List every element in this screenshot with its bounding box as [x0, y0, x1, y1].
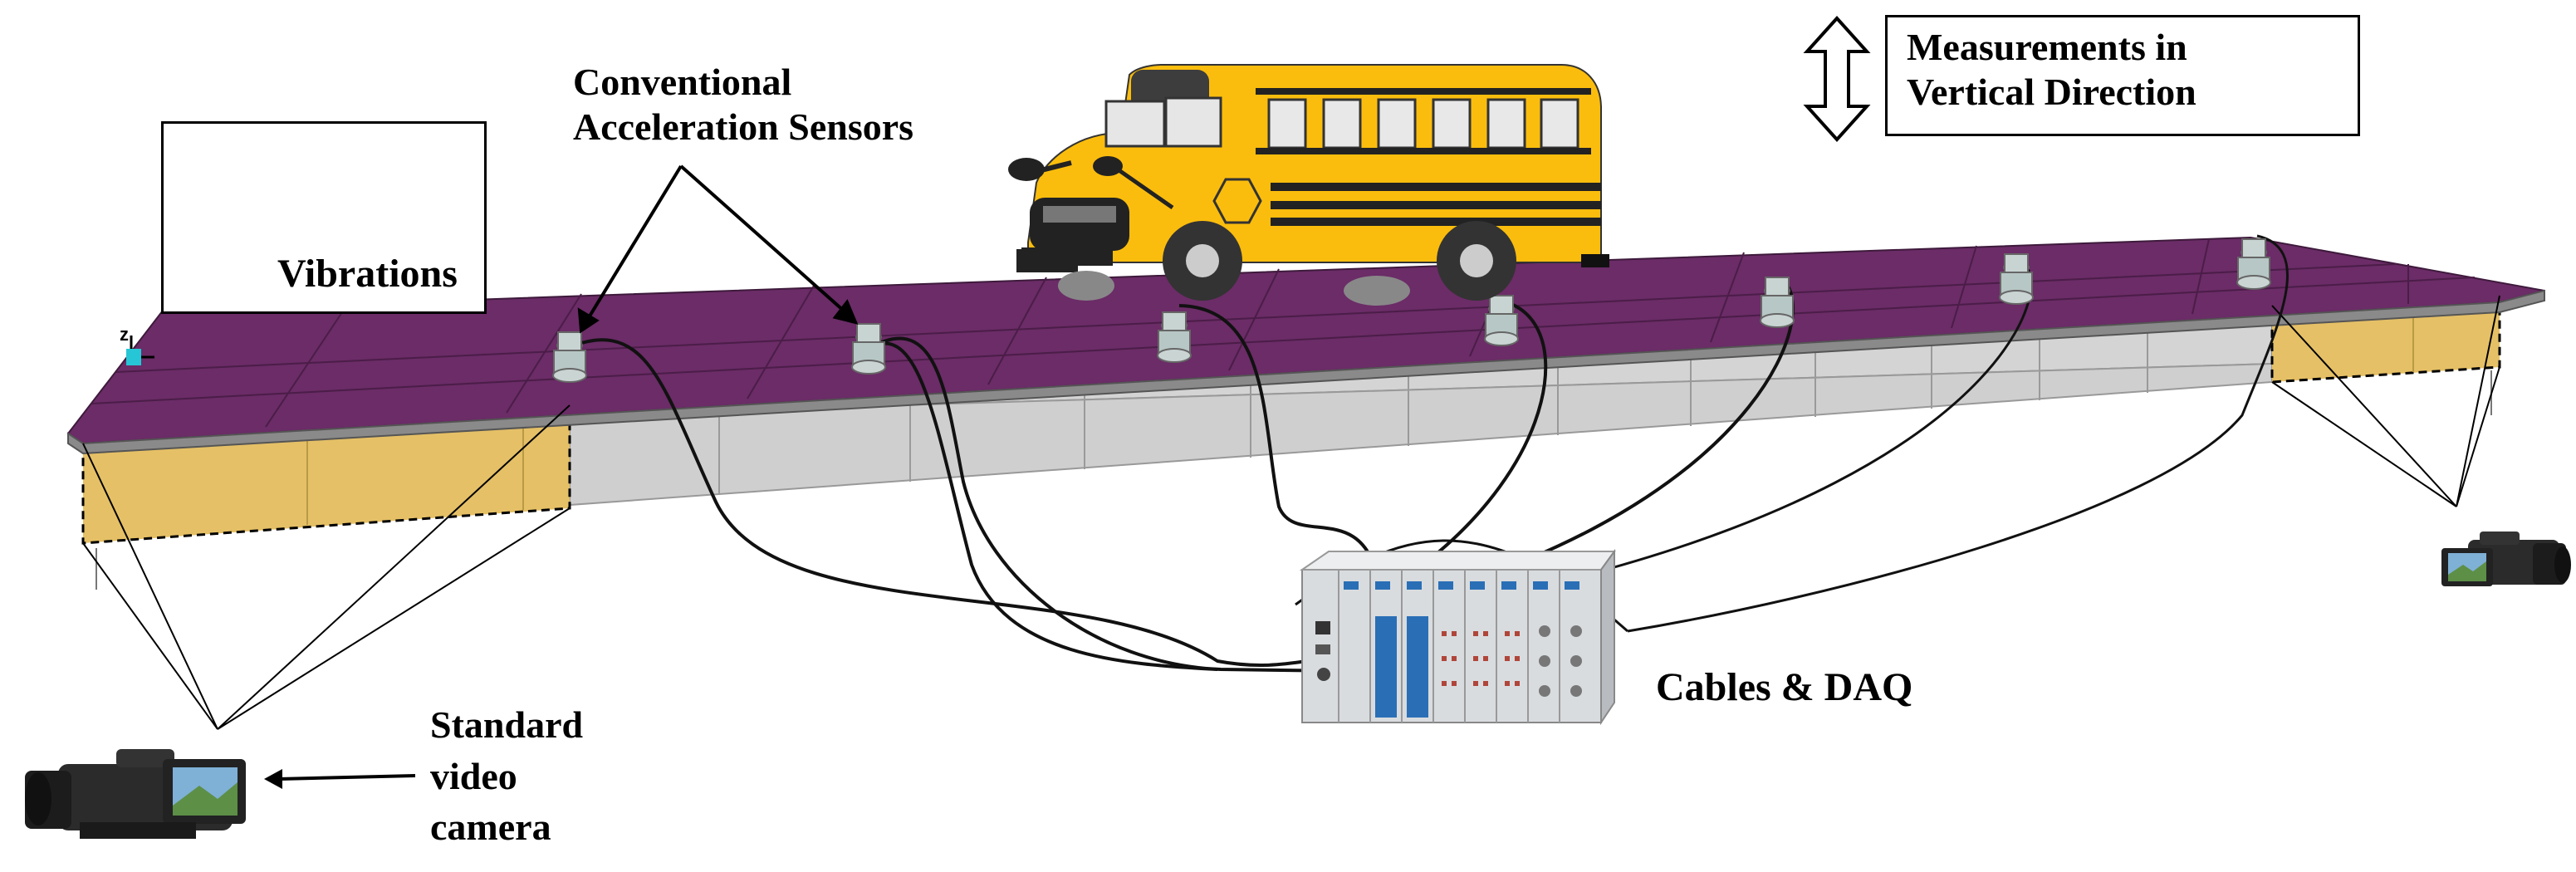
sensor-7: [2237, 239, 2270, 289]
sensor-6: [2000, 254, 2033, 304]
left-video-camera: [25, 749, 246, 839]
sensor-2: [852, 324, 885, 374]
sensor-4: [1485, 296, 1518, 345]
camera-line-1: Standard: [430, 699, 583, 751]
camera-line-2: video: [430, 751, 583, 802]
sensor-1: [553, 332, 586, 382]
daq-label: Cables & DAQ: [1656, 664, 1912, 712]
camera-line-3: camera: [430, 801, 583, 853]
camera-icon: [25, 532, 2571, 839]
sensors-line-1: Conventional: [573, 60, 913, 105]
measurement-direction-label: Measurements in Vertical Direction: [1907, 25, 2196, 115]
sensors-line-2: Acceleration Sensors: [573, 105, 913, 149]
axis-z-label: z: [120, 324, 129, 345]
sensors-label: Conventional Acceleration Sensors: [573, 60, 913, 150]
measurement-line-1: Measurements in: [1907, 25, 2196, 70]
camera-label: Standard video camera: [430, 699, 583, 853]
vibrations-label: Vibrations: [277, 251, 458, 298]
camera-pointer-arrow: [264, 769, 415, 789]
daq-icon: [1302, 551, 1614, 723]
right-video-camera: [2441, 532, 2571, 586]
sensor-3: [1158, 312, 1191, 362]
measurement-line-2: Vertical Direction: [1907, 70, 2196, 115]
sensor-5: [1761, 277, 1794, 327]
double-arrow-icon: [1807, 18, 1867, 140]
